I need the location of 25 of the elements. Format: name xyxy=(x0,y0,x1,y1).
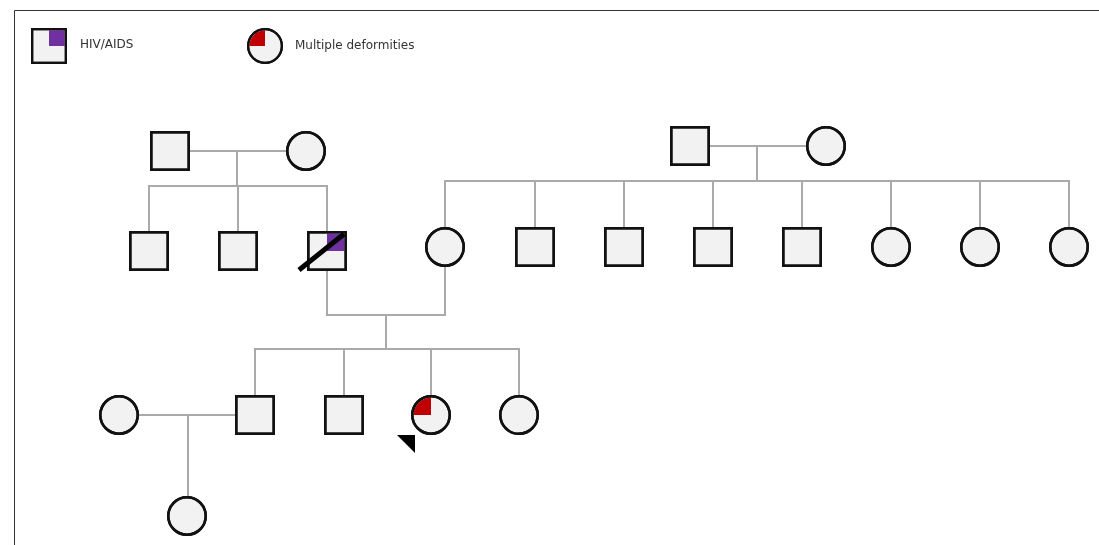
pedigree-line xyxy=(385,266,520,396)
legend-label: Multiple deformities xyxy=(295,38,415,52)
pedigree-square xyxy=(693,227,733,267)
pedigree-circle xyxy=(960,227,1000,267)
pedigree-square xyxy=(129,231,169,271)
pedigree-square xyxy=(604,227,644,267)
pedigree-line xyxy=(236,150,328,232)
pedigree-circle xyxy=(1049,227,1089,267)
pedigree-circle xyxy=(167,496,207,536)
pedigree-square xyxy=(218,231,258,271)
pedigree-square xyxy=(150,131,190,171)
pedigree-circle xyxy=(425,227,465,267)
pedigree-line xyxy=(187,414,236,497)
pedigree-square xyxy=(235,395,275,435)
pedigree-square xyxy=(782,227,822,267)
pedigree-circle xyxy=(99,395,139,435)
legend-label: HIV/AIDS xyxy=(80,37,134,51)
pedigree-circle xyxy=(806,126,846,166)
pedigree-square xyxy=(324,395,364,435)
pedigree-circle xyxy=(286,131,326,171)
pedigree-circle xyxy=(411,395,451,435)
pedigree-circle xyxy=(499,395,539,435)
pedigree-square xyxy=(515,227,555,267)
pedigree-circle xyxy=(871,227,911,267)
pedigree-square xyxy=(670,126,710,166)
